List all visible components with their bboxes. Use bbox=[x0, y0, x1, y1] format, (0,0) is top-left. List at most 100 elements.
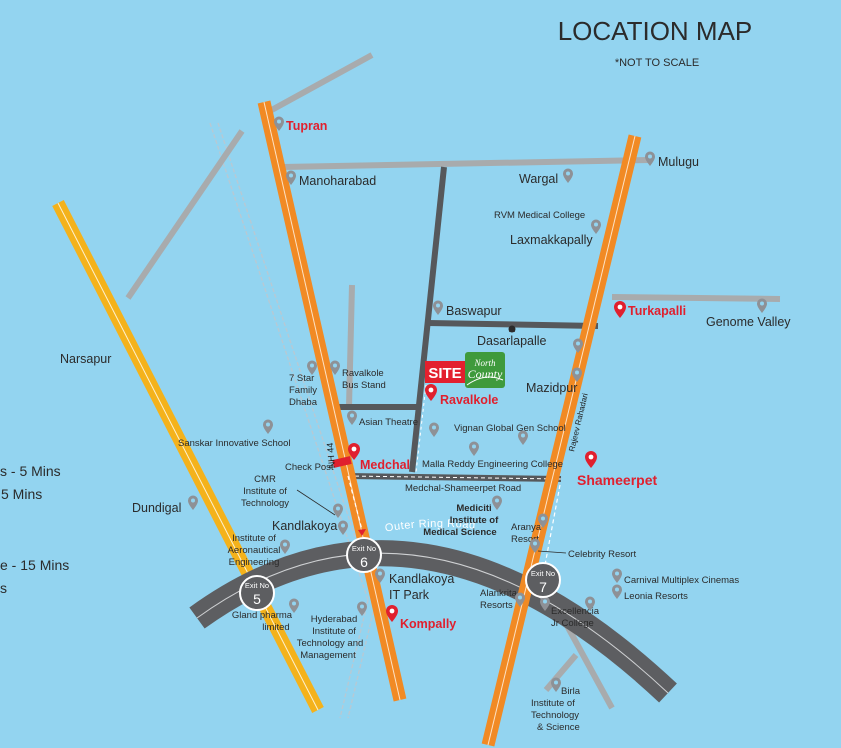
svg-text:Alankrita: Alankrita bbox=[480, 588, 518, 599]
place-hyderabad-institute: Hyderabad Institute of Technology and Ma… bbox=[297, 601, 367, 661]
place-carnival: Carnival Multiplex Cinemas bbox=[612, 568, 739, 586]
rajeev-rahadari-highway bbox=[481, 134, 642, 747]
svg-text:Institute of: Institute of bbox=[450, 515, 499, 526]
place-manoharabad: Manoharabad bbox=[286, 170, 376, 188]
svg-text:Technology and: Technology and bbox=[297, 638, 364, 649]
place-laxmakkapally: Laxmakkapally bbox=[510, 219, 601, 247]
exit-5-marker: Exit No 5 bbox=[239, 575, 275, 611]
place-tupran: Tupran bbox=[274, 116, 327, 133]
place-excellencia: Excellencia Jr College bbox=[540, 596, 600, 629]
svg-text:limited: limited bbox=[262, 622, 289, 633]
nh44-highway bbox=[257, 100, 407, 702]
svg-text:6: 6 bbox=[360, 554, 368, 570]
map-subtitle: *NOT TO SCALE bbox=[615, 57, 699, 69]
svg-text:Laxmakkapally: Laxmakkapally bbox=[510, 233, 593, 247]
svg-text:Shameerpet: Shameerpet bbox=[577, 472, 657, 488]
railway-line bbox=[209, 122, 377, 719]
svg-text:Jr College: Jr College bbox=[551, 618, 594, 629]
place-gland-pharma: Gland pharma limited bbox=[232, 598, 299, 633]
place-rvm: RVM Medical College bbox=[494, 210, 585, 221]
svg-text:Mulugu: Mulugu bbox=[658, 155, 699, 169]
place-medchal-shameerpet-road: Medchal-Shameerpet Road bbox=[405, 483, 521, 494]
svg-text:Carnival Multiplex Cinemas: Carnival Multiplex Cinemas bbox=[624, 575, 739, 586]
place-baswapur: Baswapur bbox=[433, 300, 502, 318]
svg-text:Resort: Resort bbox=[511, 534, 539, 545]
left-travel-time-4: s bbox=[0, 580, 7, 596]
place-alankrita: Alankrita Resorts bbox=[480, 588, 525, 611]
svg-text:Birla: Birla bbox=[561, 686, 581, 697]
site-access-dashes bbox=[415, 384, 427, 473]
svg-text:7: 7 bbox=[539, 579, 547, 595]
svg-text:Institute of: Institute of bbox=[243, 486, 287, 497]
svg-text:Leonia Resorts: Leonia Resorts bbox=[624, 591, 688, 602]
svg-text:Resorts: Resorts bbox=[480, 600, 513, 611]
svg-text:Bus Stand: Bus Stand bbox=[342, 380, 386, 391]
svg-text:CMR: CMR bbox=[254, 474, 276, 485]
svg-text:Institute of: Institute of bbox=[531, 698, 575, 709]
svg-text:5: 5 bbox=[253, 591, 261, 607]
svg-text:Medical Science: Medical Science bbox=[423, 527, 496, 538]
place-kompally: Kompally bbox=[386, 605, 456, 631]
place-ravalkole-bus-stand: Ravalkole Bus Stand bbox=[330, 360, 386, 391]
svg-text:Aranya: Aranya bbox=[511, 522, 542, 533]
svg-text:Kandlakoya: Kandlakoya bbox=[272, 519, 337, 533]
svg-text:Institute of: Institute of bbox=[312, 626, 356, 637]
exit-7-marker: Exit No 7 bbox=[525, 562, 561, 598]
svg-text:Technology: Technology bbox=[531, 710, 579, 721]
svg-text:7 Star: 7 Star bbox=[289, 373, 314, 384]
place-iare: Institute of Aeronautical Engineering bbox=[228, 533, 290, 568]
svg-text:Malla Reddy Engineering Colleg: Malla Reddy Engineering College bbox=[422, 459, 563, 470]
svg-text:Family: Family bbox=[289, 385, 317, 396]
svg-text:Engineering: Engineering bbox=[229, 557, 280, 568]
svg-text:Medchal: Medchal bbox=[360, 458, 410, 472]
place-shameerpet: Shameerpet bbox=[577, 451, 657, 488]
svg-text:RVM Medical College: RVM Medical College bbox=[494, 210, 585, 221]
place-aranya-resort: Aranya Resort bbox=[511, 513, 548, 545]
place-dasarlapalle: Dasarlapalle bbox=[477, 325, 547, 348]
svg-text:Ravalkole: Ravalkole bbox=[342, 368, 384, 379]
nh44-label: NH 44 bbox=[325, 442, 337, 468]
place-asian-theatre: Asian Theatre bbox=[347, 410, 418, 428]
svg-text:Exit No: Exit No bbox=[245, 581, 269, 590]
svg-text:Genome Valley: Genome Valley bbox=[706, 315, 791, 329]
local-roads bbox=[125, 52, 781, 710]
place-malla-reddy: Malla Reddy Engineering College bbox=[422, 441, 563, 470]
svg-text:Narsapur: Narsapur bbox=[60, 352, 111, 366]
place-7-star-dhaba: 7 Star Family Dhaba bbox=[289, 360, 318, 408]
place-kandlakoya-it-park: Kandlakoya IT Park bbox=[375, 568, 454, 602]
svg-text:Dundigal: Dundigal bbox=[132, 501, 181, 515]
svg-text:Exit No: Exit No bbox=[531, 569, 555, 578]
narsapur-highway bbox=[52, 200, 324, 713]
svg-text:IT Park: IT Park bbox=[389, 588, 430, 602]
left-travel-time-3: e - 15 Mins bbox=[0, 557, 69, 573]
svg-text:Turkapalli: Turkapalli bbox=[628, 304, 686, 318]
svg-text:Ravalkole: Ravalkole bbox=[440, 393, 498, 407]
svg-text:Dasarlapalle: Dasarlapalle bbox=[477, 334, 547, 348]
place-birla: Birla Institute of Technology & Science bbox=[531, 677, 581, 733]
svg-text:Technology: Technology bbox=[241, 498, 289, 509]
svg-text:Kandlakoya: Kandlakoya bbox=[389, 572, 454, 586]
place-mazidpur: Mazidpur bbox=[526, 338, 583, 395]
svg-text:Exit No: Exit No bbox=[352, 544, 376, 553]
place-check-post: Check Post bbox=[285, 462, 334, 473]
svg-text:Manoharabad: Manoharabad bbox=[299, 174, 376, 188]
svg-text:Baswapur: Baswapur bbox=[446, 304, 502, 318]
place-leonia: Leonia Resorts bbox=[612, 584, 688, 602]
place-dundigal: Dundigal bbox=[132, 495, 198, 515]
svg-text:& Science: & Science bbox=[537, 722, 580, 733]
svg-text:Medchal-Shameerpet Road: Medchal-Shameerpet Road bbox=[405, 483, 521, 494]
medchal-shameerpet-dashes bbox=[347, 475, 562, 480]
svg-text:Excellencia: Excellencia bbox=[551, 606, 600, 617]
svg-text:Mazidpur: Mazidpur bbox=[526, 381, 577, 395]
svg-text:Celebrity Resort: Celebrity Resort bbox=[568, 549, 636, 560]
site-marker: SITE bbox=[425, 361, 465, 383]
place-narsapur: Narsapur bbox=[60, 352, 111, 366]
svg-text:Asian Theatre: Asian Theatre bbox=[359, 417, 418, 428]
place-kandlakoya: Kandlakoya bbox=[272, 519, 348, 535]
svg-text:County: County bbox=[468, 367, 503, 381]
svg-text:Mediciti: Mediciti bbox=[456, 503, 491, 514]
place-medchal: Medchal bbox=[348, 443, 410, 472]
svg-text:Kompally: Kompally bbox=[400, 617, 456, 631]
svg-text:Check Post: Check Post bbox=[285, 462, 334, 473]
